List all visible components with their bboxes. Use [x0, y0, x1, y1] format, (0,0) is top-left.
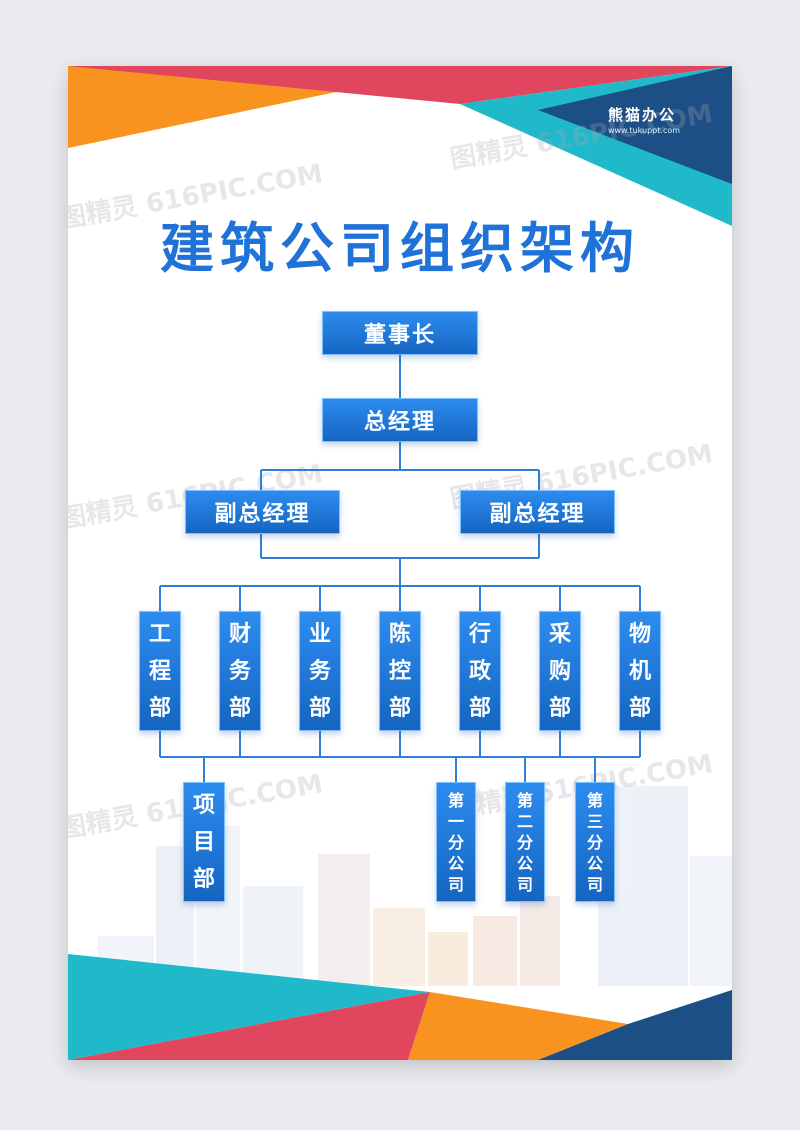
node-label: 第三分公司 [587, 790, 604, 894]
node-branch: 第三分公司 [575, 782, 615, 902]
node-label: 总经理 [363, 410, 436, 435]
node-dept: 物机部 [619, 611, 661, 731]
node-general-manager: 总经理 [322, 398, 478, 442]
node-label: 采购部 [549, 621, 572, 721]
node-label: 行政部 [469, 621, 492, 721]
background-decoration [68, 66, 732, 1060]
node-label: 第二分公司 [517, 790, 534, 894]
node-dept: 财务部 [219, 611, 261, 731]
node-label: 董事长 [363, 323, 436, 348]
node-deputy-gm-right: 副总经理 [460, 490, 615, 534]
node-label: 陈控部 [389, 621, 412, 721]
brand-url: www.tukuppt.com [608, 126, 681, 135]
node-label: 财务部 [229, 621, 252, 721]
node-dept: 采购部 [539, 611, 581, 731]
node-branch: 第二分公司 [505, 782, 545, 902]
node-label: 业务部 [309, 621, 332, 721]
page-title: 建筑公司组织架构 [160, 217, 640, 280]
node-label: 物机部 [629, 621, 652, 721]
node-label: 副总经理 [214, 502, 311, 527]
node-chairman: 董事长 [322, 311, 478, 355]
node-project-dept: 项目部 [183, 782, 225, 902]
node-dept: 陈控部 [379, 611, 421, 731]
org-connectors [159, 354, 641, 782]
node-branch: 第一分公司 [436, 782, 476, 902]
node-dept: 行政部 [459, 611, 501, 731]
node-deputy-gm-left: 副总经理 [185, 490, 340, 534]
brand-logo: 熊猫办公 [608, 106, 677, 124]
node-label: 副总经理 [489, 502, 586, 527]
node-dept: 业务部 [299, 611, 341, 731]
node-label: 第一分公司 [448, 790, 465, 894]
node-label: 项目部 [193, 792, 216, 892]
node-dept: 工程部 [139, 611, 181, 731]
node-label: 工程部 [149, 621, 172, 721]
poster: 图精灵 616PIC.COM 图精灵 616PIC.COM 图精灵 616PIC… [68, 66, 732, 1060]
